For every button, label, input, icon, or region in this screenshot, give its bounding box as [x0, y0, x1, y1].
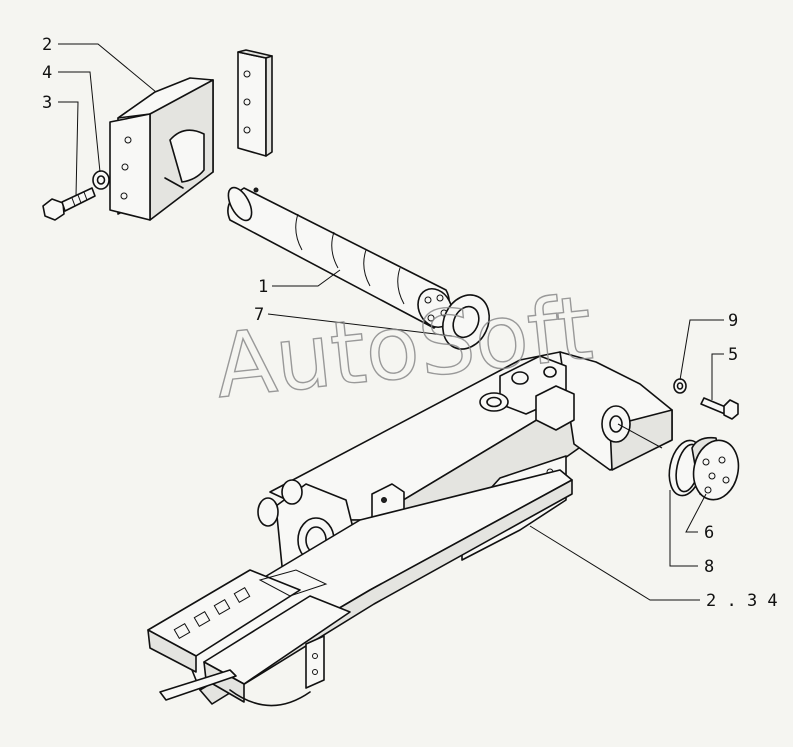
leader-5: [711, 353, 724, 400]
part-4-washer: [92, 170, 110, 190]
part-9-washer: [673, 378, 687, 394]
leader-9: [679, 319, 724, 381]
callout-9: 9: [728, 311, 738, 331]
callout-1: 1: [258, 277, 268, 297]
leader-3: [58, 101, 79, 197]
callout-labels: 2 4 3 1 7 9 5 6 8 2 . 3 4: [42, 35, 778, 611]
callout-2: 2: [42, 35, 52, 55]
leader-2: [58, 43, 157, 93]
callout-5: 5: [728, 345, 738, 365]
part-5-bolt: [700, 397, 739, 420]
leader-8: [669, 490, 698, 567]
callout-ref: 2 . 3 4: [706, 591, 778, 611]
part-7-shim-ring: [442, 294, 490, 350]
callout-8: 8: [704, 557, 714, 577]
leader-6: [685, 493, 707, 533]
callout-7: 7: [254, 305, 264, 325]
leader-4: [58, 71, 101, 173]
leader-lines: [58, 43, 724, 601]
leader-1: [272, 269, 341, 287]
callout-6: 6: [704, 523, 714, 543]
leader-ref: [529, 525, 700, 601]
leader-axis: [617, 423, 663, 449]
leader-7: [267, 313, 453, 337]
callout-3: 3: [42, 93, 52, 113]
part-6-end-cap: [691, 436, 740, 501]
axle-frame: [147, 351, 673, 707]
part-3-bolt: [42, 187, 96, 221]
retaining-plate: [237, 49, 273, 157]
part-2-clamp-block: [109, 77, 214, 221]
callout-4: 4: [42, 63, 52, 83]
